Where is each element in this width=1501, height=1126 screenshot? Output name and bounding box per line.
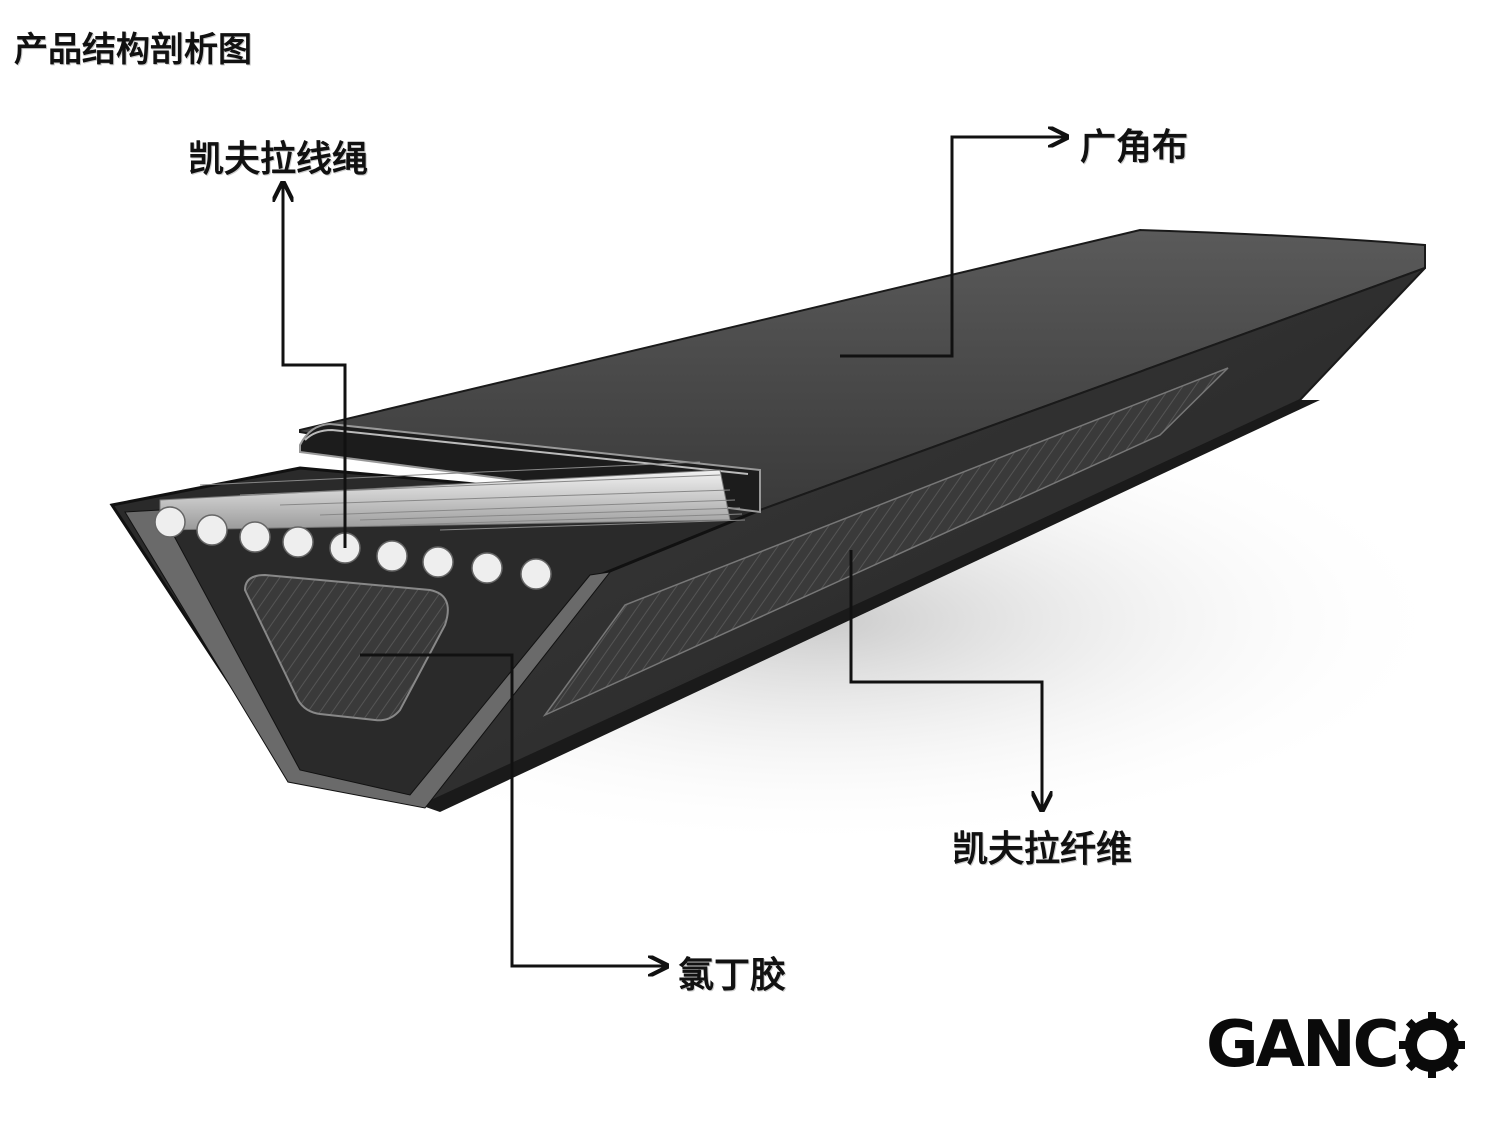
label-kevlar-fiber: 凯夫拉纤维 xyxy=(952,829,1133,870)
page-title: 产品结构剖析图 xyxy=(14,30,252,70)
ganco-logo: GANC xyxy=(1206,1010,1467,1080)
wide-angle-fabric-outline xyxy=(124,509,612,809)
gear-icon xyxy=(1398,1012,1465,1078)
kevlar-fiber-layer xyxy=(542,367,1229,717)
logo-text: GANC xyxy=(1206,1008,1400,1082)
belt-top-surface xyxy=(299,228,1426,512)
leader-line-wide-angle-fabric xyxy=(840,137,1065,358)
top-fabric-inner-line xyxy=(304,428,749,475)
label-kevlar-cord: 凯夫拉线绳 xyxy=(188,139,369,180)
kevlar-cord-ends xyxy=(154,506,552,590)
label-wide-angle-fabric: 广角布 xyxy=(1080,127,1189,168)
leader-line-neoprene xyxy=(360,653,665,966)
neoprene-core xyxy=(243,573,449,722)
leader-line-kevlar-fiber xyxy=(849,550,1042,808)
label-neoprene: 氯丁胶 xyxy=(678,955,787,996)
belt-underside xyxy=(420,400,1320,812)
leader-line-kevlar-cord xyxy=(283,185,347,548)
